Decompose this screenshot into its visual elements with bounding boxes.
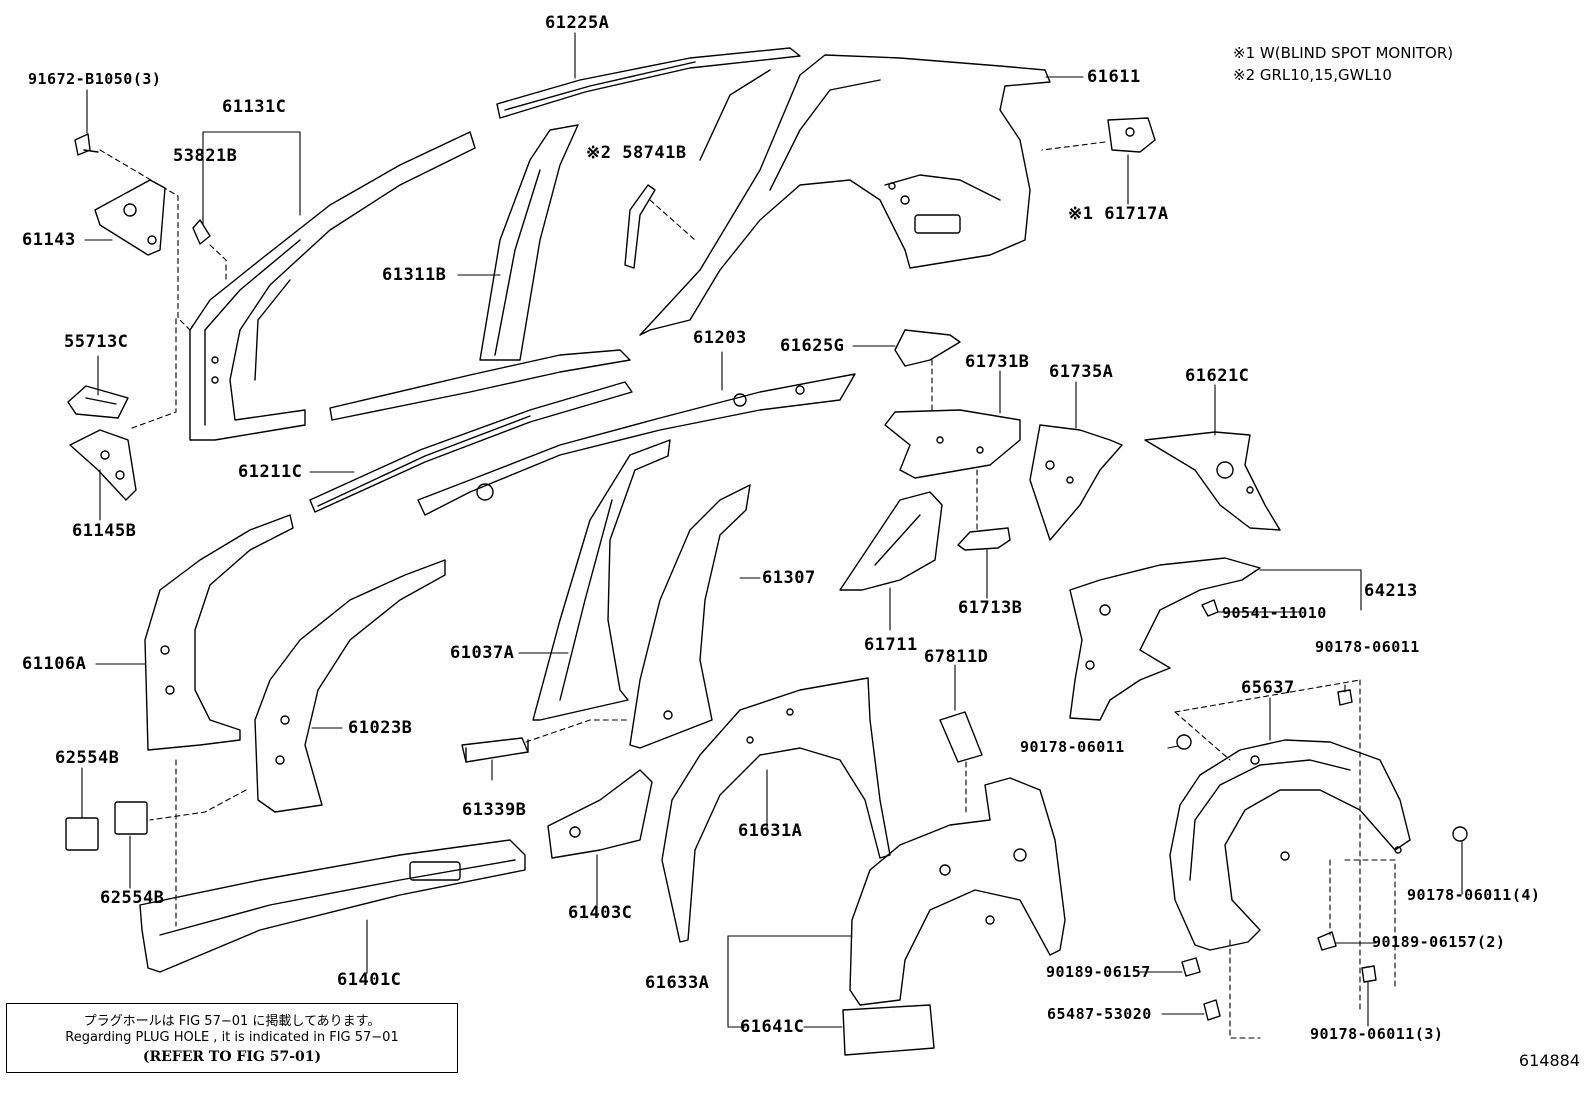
part-61735A [1029,424,1123,541]
label-61145B[interactable]: 61145B [72,521,137,541]
label-61731B[interactable]: 61731B [965,352,1030,372]
label-65637[interactable]: 65637 [1241,678,1295,698]
part-67811D [939,711,983,763]
part-61713B [957,527,1011,551]
assembly-dashes [99,141,1396,1039]
label-62554B-a[interactable]: 62554B [55,748,120,768]
label-90178-06011-4[interactable]: 90178-06011(4) [1407,886,1541,904]
part-61143 [94,179,166,256]
leader-lines [81,32,1463,1028]
part-61145B [69,429,137,501]
part-61711 [839,491,943,591]
note-blind-spot-monitor: ※1 W(BLIND SPOT MONITOR) [1233,44,1454,62]
label-61143[interactable]: 61143 [22,230,76,250]
label-61106A[interactable]: 61106A [22,654,87,674]
bolt-91672 [74,133,99,156]
clip-90541 [1201,599,1219,617]
label-61625G[interactable]: 61625G [780,336,845,356]
label-90178-06011-a[interactable]: 90178-06011 [1315,638,1420,656]
part-61106A [144,514,294,751]
part-61401C [139,839,526,973]
label-65487-53020[interactable]: 65487-53020 [1047,1005,1152,1023]
label-61131C[interactable]: 61131C [222,97,287,117]
clip-90178-c [1452,826,1468,842]
part-61131C [189,131,476,441]
note-grade-codes: ※2 GRL10,15,GWL10 [1233,66,1392,84]
part-61731B [884,409,1021,479]
label-90541-11010[interactable]: 90541-11010 [1222,604,1327,622]
part-65637 [1169,739,1411,951]
part-53821B [192,219,211,245]
part-61621C [1144,431,1281,531]
part-61307 [629,484,751,749]
label-62554B-b[interactable]: 62554B [100,888,165,908]
part-61403C [547,769,653,859]
label-53821B[interactable]: 53821B [173,146,238,166]
label-90189-06157-2[interactable]: 90189-06157(2) [1372,933,1506,951]
part-61211C [309,381,633,513]
clip-90178-d [1361,965,1377,983]
part-61037A [532,439,671,721]
part-61339B [461,737,529,763]
label-61403C[interactable]: 61403C [568,903,633,923]
part-61203 [417,373,856,516]
part-61641C [842,1004,935,1056]
part-61023B [254,559,446,813]
label-61611[interactable]: 61611 [1087,67,1141,87]
label-61713B[interactable]: 61713B [958,598,1023,618]
plug-hole-note-english: Regarding PLUG HOLE , it is indicated in… [65,1030,399,1045]
figure-id: 614884 [1518,1051,1580,1070]
part-61717A [1107,117,1156,153]
label-61211C[interactable]: 61211C [238,462,303,482]
label-90178-06011-3[interactable]: 90178-06011(3) [1310,1025,1444,1043]
label-61225A[interactable]: 61225A [545,13,610,33]
label-61631A[interactable]: 61631A [738,821,803,841]
clip-90189-b [1181,957,1201,977]
clip-90178-b [1176,734,1192,750]
label-61037A[interactable]: 61037A [450,643,515,663]
label-90189-06157[interactable]: 90189-06157 [1046,963,1151,981]
label-55713C[interactable]: 55713C [64,332,129,352]
label-61023B[interactable]: 61023B [348,718,413,738]
part-61625G [894,329,961,367]
label-58741B[interactable]: ※2 58741B [586,143,687,163]
label-91672-B1050[interactable]: 91672-B1050(3) [28,70,162,88]
label-61711[interactable]: 61711 [864,635,918,655]
label-61203[interactable]: 61203 [693,328,747,348]
part-64213 [1069,557,1261,721]
part-55713C [67,385,129,419]
label-61633A[interactable]: 61633A [645,973,710,993]
part-62554B-b [114,801,148,835]
label-61735A[interactable]: 61735A [1049,362,1114,382]
clip-65487 [1203,999,1221,1021]
plug-hole-note-box: プラグホールは FIG 57−01 に掲載してあります。 Regarding P… [6,1003,458,1073]
part-58741B [624,184,656,269]
clip-90178-a [1337,689,1353,706]
label-61311B[interactable]: 61311B [382,265,447,285]
label-61621C[interactable]: 61621C [1185,366,1250,386]
label-61717A[interactable]: ※1 61717A [1068,204,1169,224]
label-61307[interactable]: 61307 [762,568,816,588]
part-61631A [661,677,891,943]
part-62554B-a [65,817,99,851]
part-61633A [849,777,1066,1006]
label-90178-06011-b[interactable]: 90178-06011 [1020,738,1125,756]
label-64213[interactable]: 64213 [1364,581,1418,601]
clip-90189-a [1317,931,1337,951]
label-61641C[interactable]: 61641C [740,1017,805,1037]
refer-to-fig-link[interactable]: (REFER TO FIG 57-01) [142,1049,322,1065]
label-61339B[interactable]: 61339B [462,800,527,820]
label-61401C[interactable]: 61401C [337,970,402,990]
part-61225A [496,47,801,119]
part-61311B [329,124,631,421]
part-61611 [639,54,1051,336]
plug-hole-note-japanese: プラグホールは FIG 57−01 に掲載してあります。 [83,1014,381,1029]
label-67811D[interactable]: 67811D [924,647,989,667]
